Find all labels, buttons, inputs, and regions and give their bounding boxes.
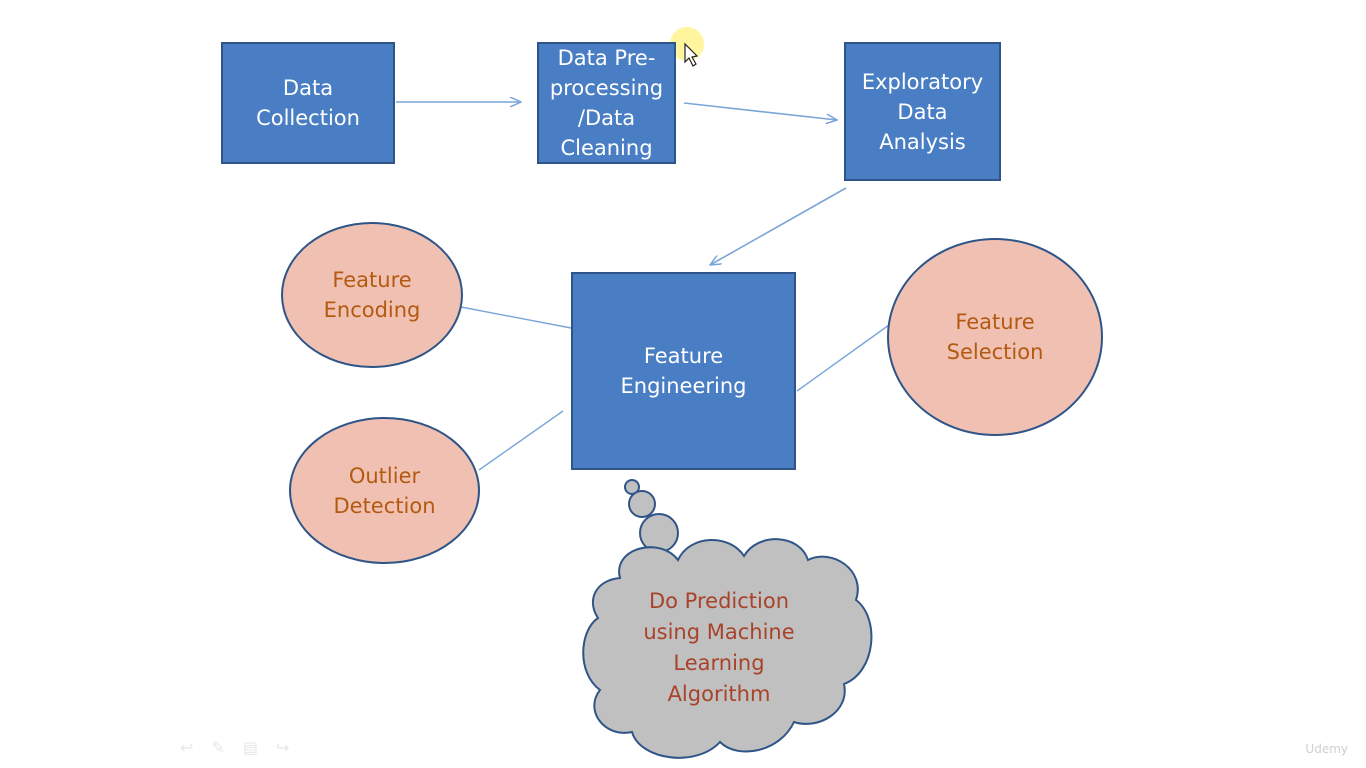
feature-selection-ellipse: Feature Selection xyxy=(887,238,1103,436)
connector-selection xyxy=(796,324,890,392)
cursor-highlight xyxy=(670,27,704,61)
thought-bubble-large xyxy=(639,513,679,553)
slideshow-toolbar: ↩ ✎ ▤ ↪ xyxy=(180,738,289,757)
cursor-icon xyxy=(684,42,699,67)
forward-arrow-icon[interactable]: ↪ xyxy=(275,738,290,757)
data-preprocessing-box: Data Pre- processing /Data Cleaning xyxy=(537,42,676,164)
data-collection-box: Data Collection xyxy=(221,42,395,164)
back-arrow-icon[interactable]: ↩ xyxy=(180,738,194,757)
slides-icon[interactable]: ▤ xyxy=(242,738,258,757)
connector-encoding xyxy=(460,306,572,329)
thought-bubble-medium xyxy=(628,490,656,518)
pen-icon[interactable]: ✎ xyxy=(211,738,225,757)
arrow-eda-to-feature-engineering xyxy=(710,187,847,265)
udemy-watermark: Udemy xyxy=(1305,742,1348,756)
outlier-detection-ellipse: Outlier Detection xyxy=(289,417,480,564)
do-prediction-text: Do Prediction using Machine Learning Alg… xyxy=(643,589,795,706)
exploratory-data-analysis-box: Exploratory Data Analysis xyxy=(844,42,1001,181)
prediction-cloud xyxy=(582,538,873,759)
feature-encoding-ellipse: Feature Encoding xyxy=(281,222,463,368)
connector-outlier xyxy=(478,410,564,471)
feature-engineering-box: Feature Engineering xyxy=(571,272,796,470)
arrow-preprocessing-to-eda xyxy=(683,102,837,120)
thought-bubble-small xyxy=(624,479,640,495)
